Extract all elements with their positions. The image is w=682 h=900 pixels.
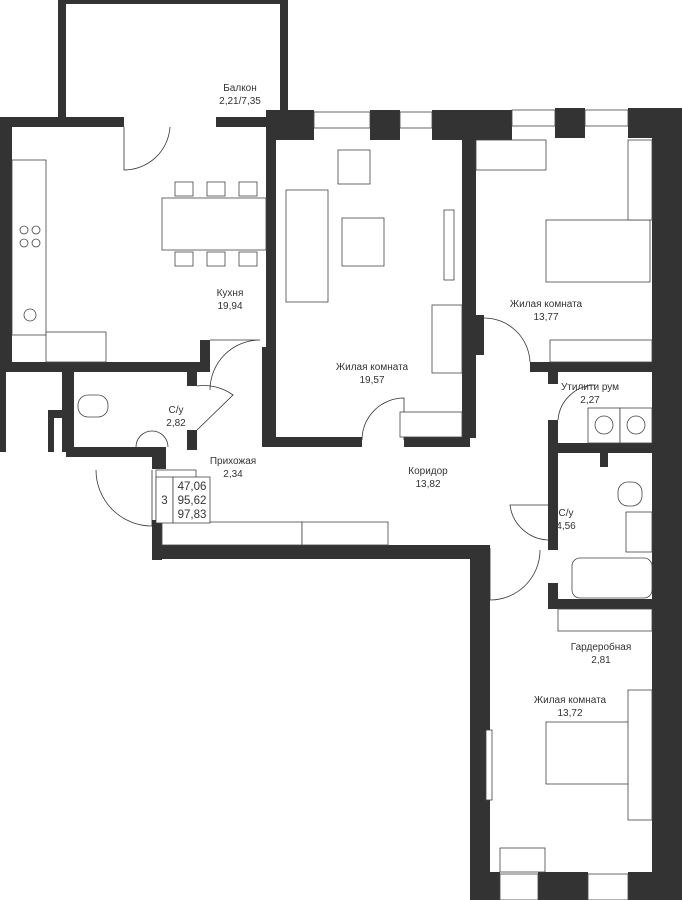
total-area: 95,62 bbox=[178, 495, 207, 507]
room-bath-2-area: 4,56 bbox=[556, 521, 576, 532]
room-hallway-name: Прихожая bbox=[210, 456, 256, 467]
room-living-2-area: 13,77 bbox=[533, 312, 558, 323]
room-kitchen-area: 19,94 bbox=[217, 301, 242, 312]
room-balcony-area: 2,21/7,35 bbox=[219, 96, 261, 107]
total-area-with-balcony: 97,83 bbox=[178, 509, 207, 521]
room-wardrobe-name: Гардеробная bbox=[571, 641, 632, 653]
area-summary: 3 47,06 95,62 97,83 bbox=[155, 476, 211, 524]
room-living-1-area: 19,57 bbox=[359, 375, 384, 386]
room-corridor-area: 13,82 bbox=[415, 479, 440, 490]
room-bath-1-area: 2,82 bbox=[166, 418, 186, 429]
room-bath-2-name: С/у bbox=[559, 508, 574, 519]
room-living-3-name: Жилая комната bbox=[534, 695, 607, 706]
rooms-count: 3 bbox=[161, 495, 167, 507]
room-living-3-area: 13,72 bbox=[557, 708, 582, 719]
room-utility-area: 2,27 bbox=[580, 395, 600, 406]
room-labels: Балкон 2,21/7,35 Кухня 19,94 Жилая комна… bbox=[166, 83, 631, 719]
room-balcony-name: Балкон bbox=[223, 83, 257, 94]
room-corridor-name: Коридор bbox=[408, 466, 448, 477]
room-living-1-name: Жилая комната bbox=[336, 362, 409, 373]
fixtures bbox=[11, 109, 653, 900]
room-kitchen-name: Кухня bbox=[217, 288, 244, 299]
room-bath-1-name: С/у bbox=[169, 405, 184, 416]
room-living-2-name: Жилая комната bbox=[510, 299, 583, 310]
room-wardrobe-area: 2,81 bbox=[591, 655, 611, 666]
living-area: 47,06 bbox=[178, 481, 207, 493]
room-hallway-area: 2,34 bbox=[223, 469, 243, 480]
room-utility-name: Утилити рум bbox=[561, 382, 619, 393]
